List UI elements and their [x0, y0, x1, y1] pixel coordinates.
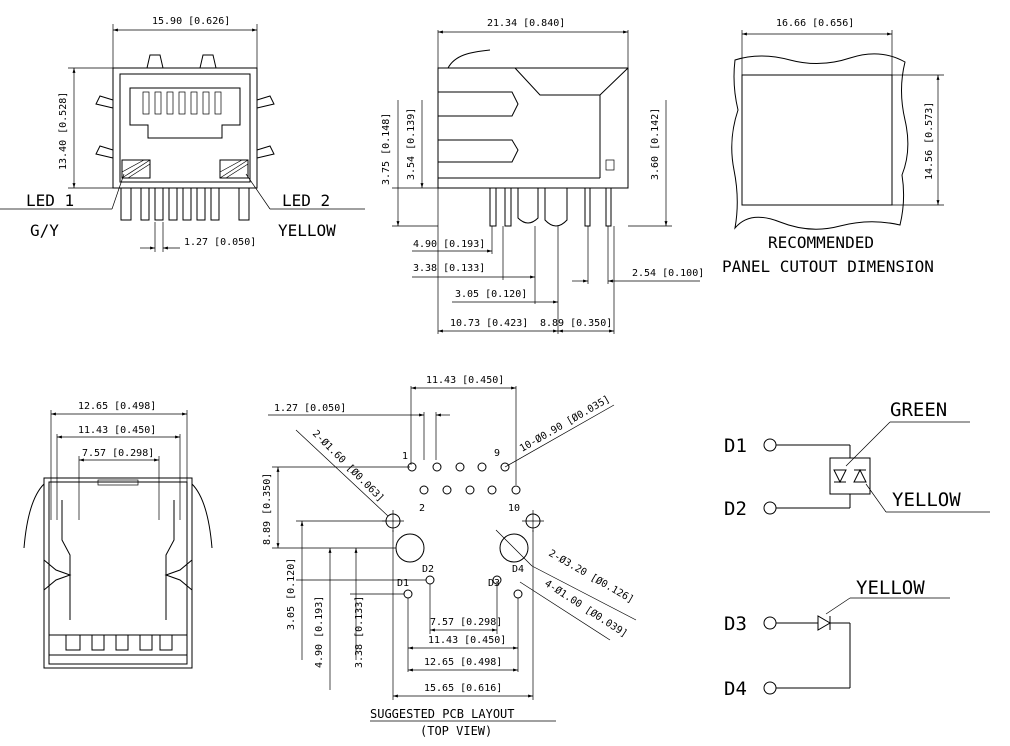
side-h3-dim: 3.60 [0.142] [650, 108, 661, 180]
front-width-dim: 15.90 [0.626] [152, 16, 230, 27]
bottom-contacts [65, 635, 173, 651]
panel-caption-2: PANEL CUTOUT DIMENSION [722, 257, 934, 276]
led2-label: LED 2 [282, 191, 330, 210]
schem-d4-label: D4 [724, 678, 747, 700]
pcb-pin2-label: 2 [419, 503, 425, 514]
led2-color: YELLOW [278, 221, 336, 240]
side-length-dim: 21.34 [0.840] [487, 18, 565, 29]
pcb-big-hole-right [499, 533, 529, 563]
jack-contacts [142, 91, 222, 115]
pcb-signal-holes [407, 462, 521, 495]
pcb-b4-dim: 15.65 [0.616] [424, 683, 502, 694]
panel-cutout-rect [741, 74, 893, 206]
panel-cutout-view: 16.66 [0.656] 14.56 [0.573] RECOMMENDED … [722, 18, 944, 276]
schem-yellow1-label: YELLOW [892, 489, 961, 511]
led1-label: LED 1 [26, 191, 74, 210]
pcb-top-width-dim: 11.43 [0.450] [426, 375, 504, 386]
pcb-v1-dim: 8.89 [0.350] [262, 473, 273, 545]
side-d5-dim: 8.89 [0.350] [540, 318, 612, 329]
pcb-v4-dim: 3.38 [0.133] [354, 596, 365, 668]
side-pins [489, 187, 612, 227]
bottom-w3-dim: 7.57 [0.298] [82, 448, 154, 459]
pcb-pin10-label: 10 [508, 503, 520, 514]
pcb-v2-dim: 3.05 [0.120] [286, 558, 297, 630]
pcb-pin1-label: 1 [402, 451, 408, 462]
side-d4-dim: 10.73 [0.423] [450, 318, 528, 329]
panel-width-dim: 16.66 [0.656] [776, 18, 854, 29]
side-d6-dim: 2.54 [0.100] [632, 268, 704, 279]
pcb-d4-label: D4 [512, 564, 524, 575]
side-d3-dim: 3.05 [0.120] [455, 289, 527, 300]
yellow-led-symbol [817, 615, 831, 631]
schem-green-label: GREEN [890, 399, 947, 421]
schem-d3-label: D3 [724, 613, 747, 635]
schem-d2-label: D2 [724, 498, 747, 520]
bicolor-led-symbol [829, 457, 871, 495]
side-d2-dim: 3.38 [0.133] [413, 263, 485, 274]
pcb-d2-label: D2 [422, 564, 434, 575]
side-view: 21.34 [0.840] 3.75 [0.148] 3.54 [0.139] … [381, 18, 704, 334]
led2-window [219, 159, 249, 179]
bottom-w2-dim: 11.43 [0.450] [78, 425, 156, 436]
pcb-pin9-label: 9 [494, 448, 500, 459]
front-pitch-dim: 1.27 [0.050] [184, 237, 256, 248]
panel-caption-1: RECOMMENDED [768, 233, 874, 252]
side-h1-dim: 3.75 [0.148] [381, 113, 392, 185]
panel-height-dim: 14.56 [0.573] [924, 102, 935, 180]
led-schematic: D1 D2 GREEN YELLOW D3 D4 YELLOW [724, 399, 990, 700]
pcb-caption-1: SUGGESTED PCB LAYOUT [370, 707, 515, 721]
schem-yellow2-label: YELLOW [856, 577, 925, 599]
schem-d1-label: D1 [724, 435, 747, 457]
front-pins [120, 187, 250, 221]
pcb-pitch-dim: 1.27 [0.050] [274, 403, 346, 414]
side-h2-dim: 3.54 [0.139] [406, 108, 417, 180]
front-height-dim: 13.40 [0.528] [58, 92, 69, 170]
pcb-layout-view: 11.43 [0.450] 1.27 [0.050] 1 2 9 10 10-Ø… [262, 375, 637, 738]
bottom-w1-dim: 12.65 [0.498] [78, 401, 156, 412]
pcb-hole-mount-dim: 2-Ø1.60 [Ø0.063] [310, 428, 387, 505]
pcb-d1-label: D1 [397, 578, 409, 589]
side-d1-dim: 4.90 [0.193] [413, 239, 485, 250]
bottom-view: 12.65 [0.498] 11.43 [0.450] 7.57 [0.298] [23, 401, 213, 669]
pcb-b3-dim: 12.65 [0.498] [424, 657, 502, 668]
pcb-v3-dim: 4.90 [0.193] [314, 596, 325, 668]
pcb-d3-label: D3 [488, 578, 500, 589]
pcb-caption-2: (TOP VIEW) [420, 724, 492, 738]
pcb-hole-small-dim: 10-Ø0.90 [Ø0.035] [518, 393, 613, 455]
pcb-big-hole-left [395, 533, 425, 563]
led1-window [121, 159, 151, 179]
led1-color: G/Y [30, 221, 59, 240]
pcb-b2-dim: 11.43 [0.450] [428, 635, 506, 646]
front-view: 15.90 [0.626] 13.40 [0.528] [0, 16, 365, 252]
pcb-b1-dim: 7.57 [0.298] [430, 617, 502, 628]
